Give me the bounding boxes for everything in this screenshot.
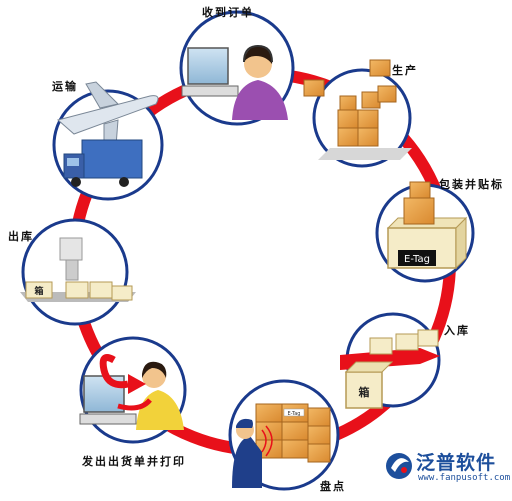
circle-production	[312, 68, 412, 168]
inbound-box: 箱	[344, 361, 394, 409]
circle-receive-order	[179, 10, 295, 126]
label-inventory-check: 盘点	[320, 480, 346, 493]
brand-logo-icon	[386, 453, 412, 479]
label-pack-and-label: 包装并贴标	[439, 178, 504, 191]
label-inbound: 入库	[444, 324, 470, 337]
label-outbound: 出库	[8, 230, 34, 243]
floating-box-2	[369, 59, 391, 77]
brand-url: www.fanpusoft.com	[418, 473, 511, 483]
box-char-inbound: 箱	[359, 385, 370, 399]
floating-box-3	[409, 181, 431, 199]
brand-name: 泛普软件	[416, 452, 497, 474]
circle-ship-and-print	[79, 336, 187, 444]
circle-inventory-check: E-Tag	[228, 379, 340, 491]
label-ship-and-print: 发出出货单并打印	[82, 455, 186, 468]
floating-box-1	[303, 79, 325, 97]
label-receive-order: 收到订单	[202, 6, 254, 19]
circle-transport	[52, 81, 164, 201]
brand-watermark: 泛普软件 www.fanpusoft.com	[382, 446, 510, 492]
box-char-outbound: 箱	[34, 285, 43, 297]
circle-outbound: 箱	[20, 218, 136, 326]
label-transport: 运输	[52, 80, 78, 93]
label-production: 生产	[392, 64, 418, 77]
etag-label-small: E-Tag	[288, 411, 301, 417]
circle-pack-and-label: E-Tag	[375, 183, 475, 283]
etag-label-pack: E-Tag	[404, 254, 430, 265]
